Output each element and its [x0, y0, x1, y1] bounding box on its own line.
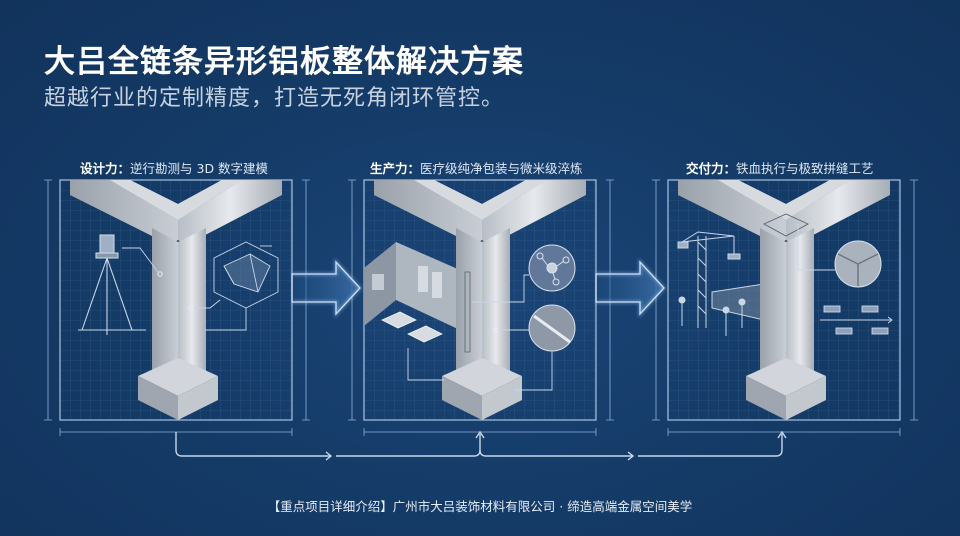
panel-design — [44, 179, 293, 436]
flow-arrow-1 — [291, 258, 363, 318]
3d-wireframe-model-icon — [213, 241, 279, 309]
panel-label-design: 设计力：逆行勘测与 3D 数字建模 — [80, 158, 268, 177]
panel-label-delivery: 交付力：铁血执行与极致拼缝工艺 — [686, 158, 874, 177]
panel-production — [348, 179, 597, 436]
tower-crane-workers-icon — [677, 231, 765, 336]
page-subtitle: 超越行业的定制精度，打造无死角闭环管控。 — [44, 86, 505, 111]
panel-label-prefix: 生产力： — [370, 161, 421, 176]
panel-delivery — [652, 179, 901, 436]
cleanroom-icon — [364, 242, 460, 330]
closed-loop-connector — [175, 430, 787, 461]
process-timeline-icon — [820, 305, 893, 335]
panel-label-text: 铁血执行与极致拼缝工艺 — [736, 161, 874, 176]
footer-text: 【重点项目详细介绍】广州市大吕装饰材料有限公司 · 缔造高端金属空间美学 — [267, 499, 693, 514]
seam-joint-detail-icon — [834, 240, 882, 288]
panel-label-production: 生产力：医疗级纯净包装与微米级淬炼 — [370, 158, 583, 177]
molecule-detail-icon — [528, 244, 576, 292]
panel-label-text: 医疗级纯净包装与微米级淬炼 — [420, 161, 583, 176]
total-station-tripod-icon — [78, 234, 146, 335]
panel-label-prefix: 设计力： — [80, 161, 131, 176]
page-title: 大吕全链条异形铝板整体解决方案 — [44, 44, 524, 80]
panel-label-prefix: 交付力： — [686, 161, 737, 176]
mesh-texture-detail-icon — [528, 304, 576, 352]
panel-label-text: 逆行勘测与 3D 数字建模 — [130, 161, 269, 176]
flow-arrow-2 — [595, 258, 667, 318]
packaged-panels-icon — [381, 311, 443, 343]
